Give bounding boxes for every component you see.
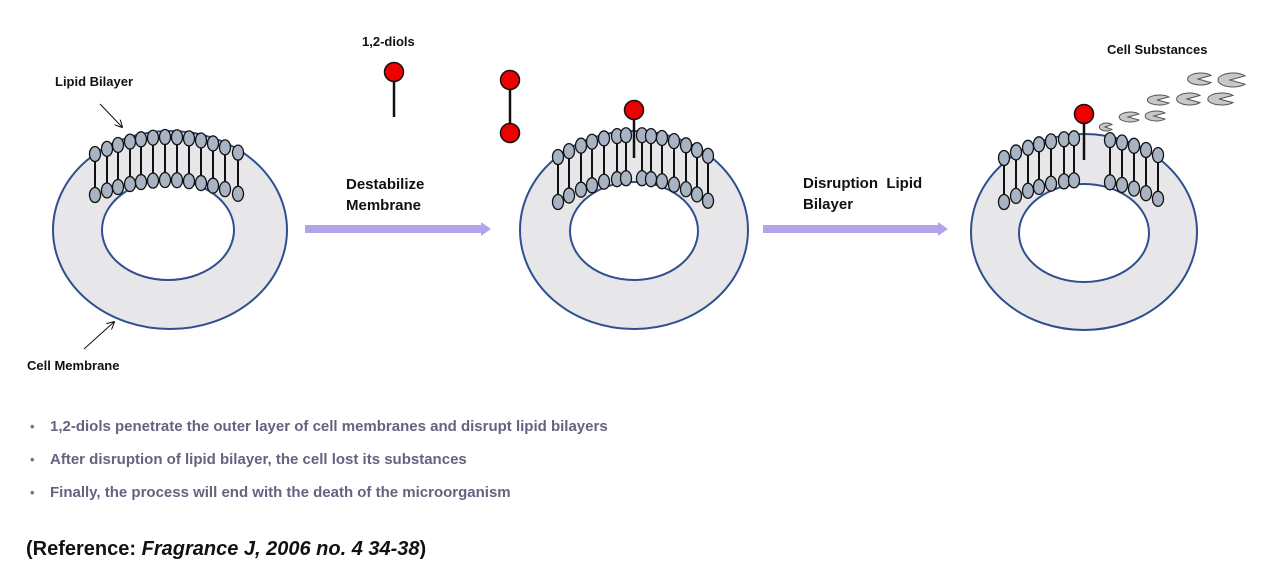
lipid-molecule — [1044, 133, 1058, 192]
lipid-molecule — [701, 147, 715, 209]
summary-item: After disruption of lipid bilayer, the c… — [30, 449, 608, 482]
diol-molecule-disrupting — [1073, 103, 1095, 160]
diol-head — [499, 122, 521, 144]
pointer-cell-membrane — [83, 322, 114, 350]
cell-interior — [101, 179, 235, 281]
diol-head — [1073, 103, 1095, 125]
cell-interior — [1018, 183, 1150, 283]
label-cell-membrane: Cell Membrane — [27, 358, 119, 373]
lipid-molecule — [655, 129, 669, 190]
pointer-lipid-bilayer — [99, 103, 122, 127]
step-1-label-line-2: Membrane — [346, 197, 421, 214]
lipid-molecule — [158, 128, 172, 189]
lipid-molecule — [218, 139, 232, 198]
lipid-molecule — [194, 132, 208, 192]
lipid-bilayer — [997, 130, 1165, 211]
reference-citation: (Reference: Fragrance J, 2006 no. 4 34-3… — [26, 538, 426, 561]
substance-particle — [1146, 94, 1171, 106]
lipid-molecule — [1021, 139, 1035, 199]
lipid-molecule — [597, 130, 611, 190]
lipid-bilayer — [88, 128, 245, 204]
lipid-molecule — [562, 142, 576, 204]
step-2-label-line-2: Bilayer — [803, 196, 853, 213]
cell-interior — [569, 181, 699, 281]
lipid-molecule — [690, 141, 704, 203]
lipid-molecule — [679, 137, 693, 198]
lipid-molecule — [1127, 137, 1141, 197]
lipid-molecule — [206, 135, 220, 194]
diol-molecule-single — [383, 61, 405, 117]
diol-head — [383, 61, 405, 83]
diol-head — [499, 69, 521, 91]
summary-item: 1,2-diols penetrate the outer layer of c… — [30, 416, 608, 449]
lipid-molecule — [610, 127, 624, 188]
lipid-molecule — [1103, 131, 1117, 191]
lipid-molecule — [619, 127, 633, 187]
lipid-molecule — [170, 129, 184, 189]
lipid-molecule — [182, 130, 196, 190]
lipid-molecule — [574, 137, 588, 198]
process-arrow-2 — [763, 222, 948, 236]
diol-molecule-double — [499, 69, 521, 144]
summary-item: Finally, the process will end with the d… — [30, 482, 608, 515]
lipid-molecule — [667, 132, 681, 193]
lipid-molecule — [231, 144, 245, 202]
process-arrow-1 — [305, 222, 491, 236]
label-diols: 1,2-diols — [362, 34, 415, 49]
lipid-molecule — [134, 131, 148, 191]
lipid-molecule — [635, 127, 649, 187]
label-lipid-bilayer: Lipid Bilayer — [55, 74, 133, 89]
lipid-molecule — [997, 149, 1011, 211]
reference-journal: Fragrance J, 2006 no. 4 34-38 — [141, 538, 420, 560]
lipid-molecule — [100, 140, 114, 199]
substance-particle — [1144, 110, 1167, 122]
reference-suffix: ) — [419, 538, 427, 560]
diol-molecule-inserted — [623, 99, 645, 158]
diol-head — [623, 99, 645, 121]
lipid-molecule — [1151, 146, 1165, 207]
substance-particle — [1187, 72, 1213, 86]
cell-substances — [1098, 72, 1247, 132]
lipid-molecule — [1139, 141, 1153, 202]
lipid-molecule — [1032, 136, 1046, 196]
cell-destabilized — [519, 127, 749, 330]
lipid-molecule — [585, 133, 599, 194]
lipid-molecule — [1115, 134, 1129, 194]
substance-particle — [1207, 92, 1235, 106]
lipid-molecule — [88, 145, 102, 204]
mechanism-diagram: Lipid Bilayer Cell Membrane 1,2-diols Ce… — [27, 34, 1247, 373]
lipid-molecule — [1009, 144, 1023, 205]
lipid-molecule — [1067, 130, 1081, 189]
substance-particle — [1217, 72, 1247, 88]
cell-disrupted — [970, 130, 1198, 331]
lipid-molecule — [644, 127, 658, 188]
lipid-molecule — [146, 129, 160, 189]
summary-list: 1,2-diols penetrate the outer layer of c… — [30, 416, 608, 515]
substance-particle — [1176, 92, 1202, 106]
cell-intact — [52, 128, 288, 330]
lipid-molecule — [551, 148, 565, 211]
lipid-molecule — [111, 136, 125, 196]
label-cell-substances: Cell Substances — [1107, 42, 1207, 57]
step-1-label-line-1: Destabilize — [346, 176, 424, 193]
substance-particle — [1118, 111, 1141, 123]
reference-prefix: (Reference: — [26, 538, 142, 560]
substance-particle — [1098, 122, 1114, 132]
lipid-bilayer — [551, 127, 715, 211]
step-2-label-line-1: Disruption Lipid — [803, 175, 922, 192]
